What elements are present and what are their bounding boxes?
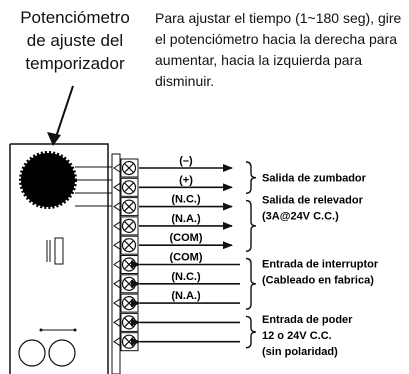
potentiometer-knob — [21, 153, 75, 207]
group-label-line: 12 o 24V C.C. — [262, 330, 332, 342]
group-1: Salida de zumbador — [245, 161, 367, 194]
wire-3: (N.C.) — [139, 194, 233, 211]
internal-traces — [75, 166, 112, 207]
wires: (–) (+) (N.C.) (N.A.) (COM) (COM) (N.C.) (N.A.) — [131, 155, 240, 346]
terminal-8 — [113, 293, 139, 313]
terminal-strip — [111, 153, 121, 374]
potentiometer-label-line-1: Potenciómetro — [20, 8, 130, 27]
terminal-6 — [113, 255, 139, 274]
group-3: Entrada de interruptor (Cableado en fabri… — [245, 257, 379, 310]
led-bar — [39, 328, 77, 332]
wire-label-5: (COM) — [170, 232, 203, 244]
potentiometer-label-line-2: de ajuste del — [26, 31, 124, 50]
wire-4: (N.A.) — [139, 213, 233, 230]
group-label-line: Salida de zumbador — [262, 173, 367, 185]
wire-label-3: (N.C.) — [171, 194, 201, 206]
board-outline — [9, 143, 109, 374]
pointer-arrowhead — [47, 132, 61, 146]
group-4: Entrada de poder 12 o 24V C.C. (sin polari… — [245, 314, 353, 358]
group-label-line: (3A@24V C.C.) — [262, 211, 339, 223]
terminal-block — [113, 158, 139, 352]
terminal-7 — [113, 274, 139, 294]
wire-label-6: (COM) — [170, 252, 203, 264]
terminal-9 — [113, 312, 139, 332]
wire-label-1: (–) — [179, 155, 193, 167]
brace — [245, 257, 257, 310]
led-right — [48, 339, 76, 367]
group-2: Salida de relevador (3A@24V C.C.) — [245, 195, 364, 252]
group-label-line: (Cableado en fabrica) — [262, 275, 374, 287]
wire-6: (COM) — [131, 252, 240, 269]
group-label-line: Salida de relevador — [262, 195, 364, 207]
wire-label-8: (N.A.) — [171, 290, 201, 302]
wire-7: (N.C.) — [131, 271, 240, 288]
led-left — [18, 339, 46, 367]
wire-label-4: (N.A.) — [171, 213, 201, 225]
brace — [245, 315, 257, 349]
terminal-5 — [113, 235, 139, 255]
wire-label-2: (+) — [179, 174, 193, 186]
group-label-line: Entrada de interruptor — [262, 259, 379, 271]
wire-label-7: (N.C.) — [171, 271, 201, 283]
pointer-arrow — [54, 85, 74, 141]
wire-5: (COM) — [139, 232, 233, 250]
terminal-3 — [113, 197, 139, 217]
group-label-line: (sin polaridad) — [262, 346, 338, 358]
brace — [245, 161, 257, 194]
terminal-2 — [113, 177, 139, 197]
brace — [245, 199, 257, 252]
jumper-component — [46, 237, 64, 265]
terminal-4 — [113, 216, 139, 236]
terminal-10 — [113, 332, 139, 352]
adjustment-description: Para ajustar el tiempo (1~180 seg), gire… — [155, 10, 402, 89]
terminal-1 — [113, 158, 139, 178]
wire-8: (N.A.) — [131, 290, 240, 308]
wire-1: (–) — [139, 155, 233, 172]
potentiometer-label-line-3: temporizador — [25, 54, 125, 73]
wire-2: (+) — [139, 174, 233, 192]
group-label-line: Entrada de poder — [262, 314, 353, 326]
